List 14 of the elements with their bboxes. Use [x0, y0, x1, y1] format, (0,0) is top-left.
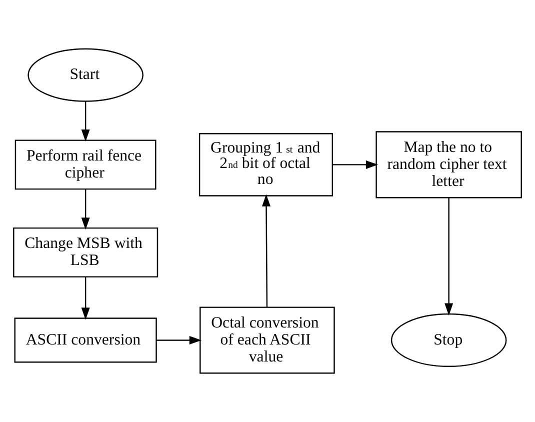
arrow — [81, 102, 90, 142]
node-box: Map the no to random cipher text letter — [376, 131, 522, 198]
node-box: Perform rail fence cipher — [14, 140, 156, 190]
arrow — [156, 336, 202, 344]
node-ellipse: Stop — [390, 313, 507, 368]
node-box: ASCII conversion — [14, 318, 157, 363]
arrow — [81, 189, 90, 230]
node-box: Octal conversion of each ASCII value — [200, 306, 335, 374]
arrow — [332, 160, 378, 169]
node-ellipse: Start — [28, 48, 144, 102]
arrow — [262, 194, 271, 307]
node-box: Change MSB with LSB — [13, 227, 158, 278]
arrow — [444, 198, 454, 316]
arrow — [81, 276, 90, 320]
